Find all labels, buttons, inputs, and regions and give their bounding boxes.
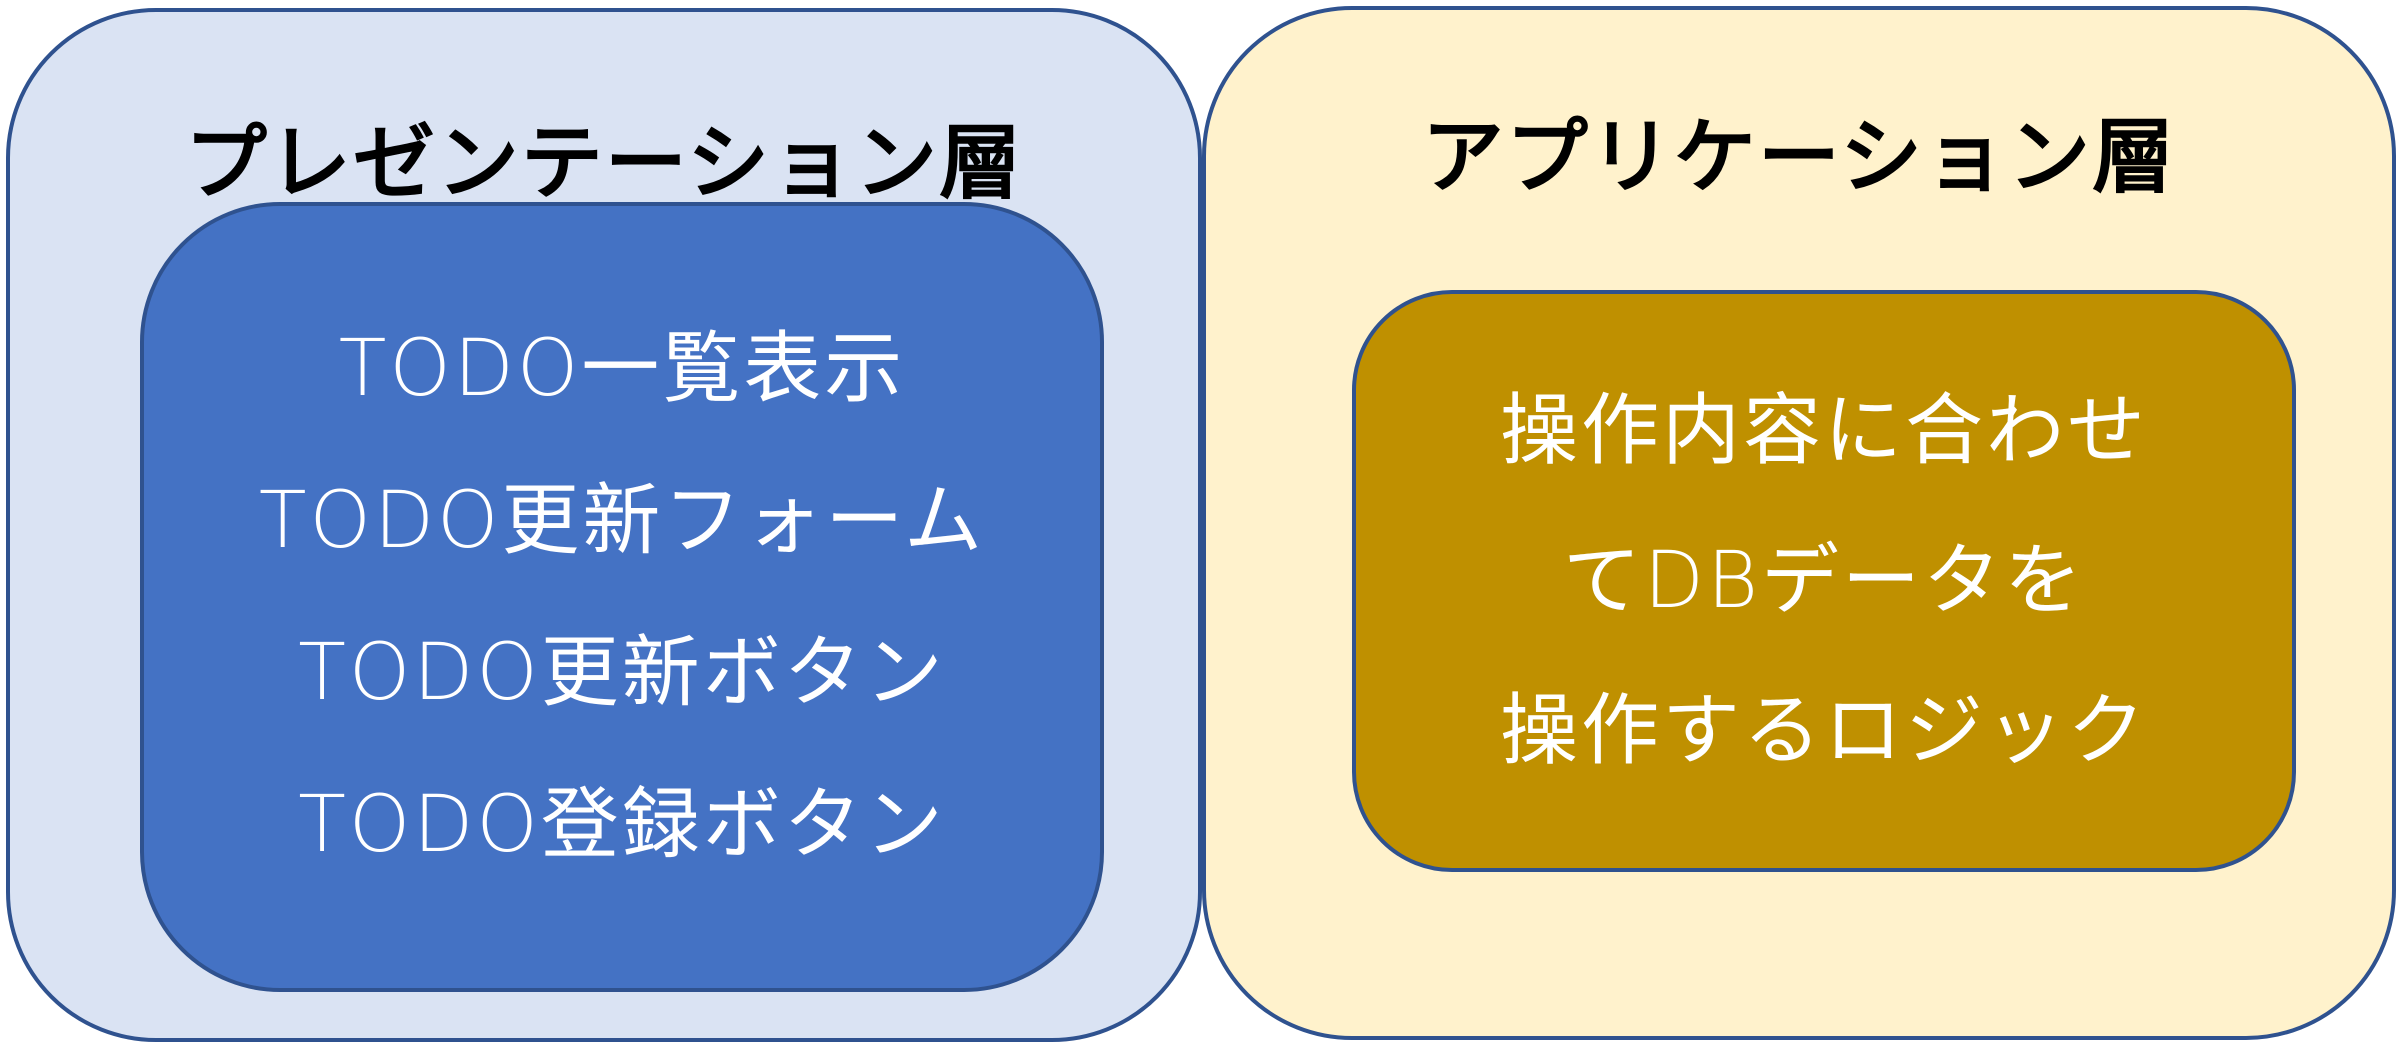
presentation-item-todo-list: TODO一覧表示	[338, 324, 906, 414]
application-logic-line-2: てDBデータを	[1562, 536, 2086, 626]
presentation-layer-title: プレゼンテーション層	[184, 116, 1024, 211]
presentation-item-todo-register-button: TODO登録ボタン	[298, 780, 946, 870]
application-layer: アプリケーション層 操作内容に合わせ てDBデータを 操作するロジック	[1202, 6, 2396, 1040]
application-logic-line-1: 操作内容に合わせ	[1499, 386, 2148, 476]
presentation-components-box: TODO一覧表示 TODO更新フォーム TODO更新ボタン TODO登録ボタン	[140, 202, 1104, 992]
presentation-item-todo-update-button: TODO更新ボタン	[298, 628, 946, 718]
application-logic-line-3: 操作するロジック	[1499, 686, 2148, 776]
presentation-item-todo-update-form: TODO更新フォーム	[258, 476, 986, 566]
presentation-layer: プレゼンテーション層 TODO一覧表示 TODO更新フォーム TODO更新ボタン…	[6, 8, 1202, 1042]
application-logic-box: 操作内容に合わせ てDBデータを 操作するロジック	[1352, 290, 2296, 872]
application-layer-title: アプリケーション層	[1421, 110, 2177, 205]
